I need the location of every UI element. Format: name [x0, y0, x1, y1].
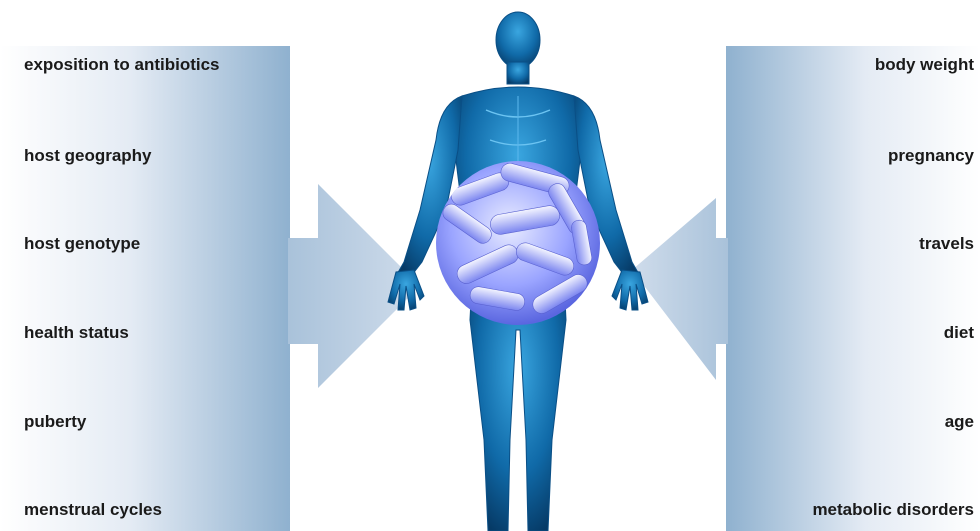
factor-label: diet: [944, 323, 974, 343]
factor-label: age: [945, 412, 974, 432]
factor-label: pregnancy: [888, 146, 974, 166]
factor-label: body weight: [875, 55, 974, 75]
factor-label: metabolic disorders: [812, 500, 974, 520]
factor-label: host genotype: [24, 234, 140, 254]
factor-label: travels: [919, 234, 974, 254]
right-arrow: [632, 46, 980, 531]
factor-label: menstrual cycles: [24, 500, 162, 520]
bacteria-circle: [436, 161, 600, 325]
factor-label: host geography: [24, 146, 152, 166]
factor-label: health status: [24, 323, 129, 343]
left-arrow: [0, 46, 420, 531]
factor-label: puberty: [24, 412, 86, 432]
factor-label: exposition to antibiotics: [24, 55, 220, 75]
